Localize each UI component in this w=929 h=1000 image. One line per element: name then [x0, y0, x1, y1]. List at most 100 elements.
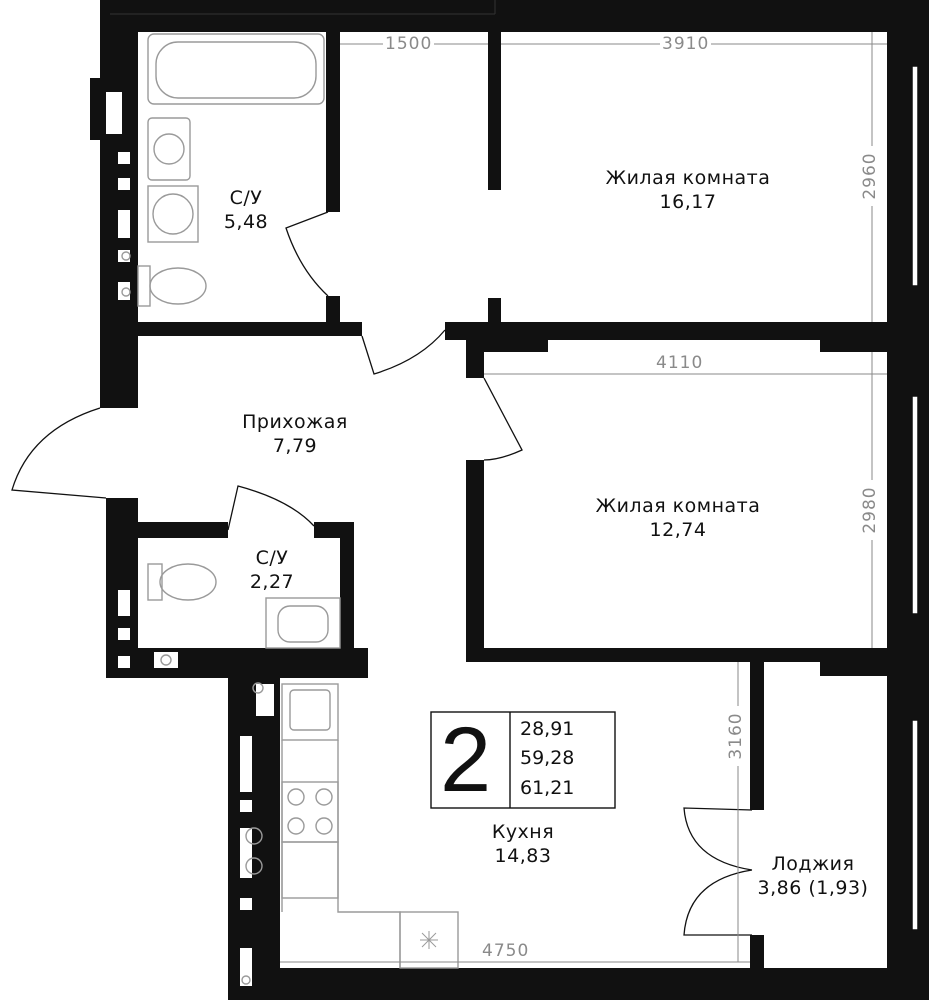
room-area: 2,27 — [249, 571, 295, 593]
wall-cutout — [118, 250, 130, 262]
door-wc — [227, 485, 315, 531]
wall-cutout — [240, 828, 252, 878]
door-bathroom-main — [285, 211, 329, 297]
wall-entrance-top — [100, 336, 138, 408]
toilet-bowl — [149, 267, 207, 305]
kitchen-sink — [281, 683, 339, 741]
wc-toilet-tank — [147, 563, 163, 601]
wall-cutout — [240, 898, 252, 910]
room-loggia: Лоджия 3,86 (1,93) — [728, 852, 898, 900]
room-name: Прихожая — [242, 411, 348, 433]
wall-living1-left — [488, 32, 501, 190]
room-name: Жилая комната — [595, 495, 761, 517]
sink-bowl — [153, 133, 185, 165]
wall-wc-right — [340, 522, 354, 650]
window-loggia — [911, 719, 919, 931]
dishwasher — [281, 841, 339, 899]
room-area: 12,74 — [649, 519, 707, 541]
rooms-count: 2 — [440, 709, 492, 811]
bathtub-inner — [155, 41, 317, 99]
wc-sink — [265, 597, 341, 649]
wall-living2-left-top — [466, 340, 484, 378]
burner — [315, 788, 333, 806]
wall-cutout — [118, 628, 130, 640]
door-living-1 — [361, 329, 446, 375]
wall-bath-partition-low — [326, 296, 340, 328]
room-hallway: Прихожая 7,79 — [210, 410, 380, 458]
wall-cutout — [154, 652, 178, 668]
wall-cutout — [240, 800, 252, 812]
wall-living-divider — [445, 322, 887, 340]
total-area-with-loggia: 61,21 — [520, 777, 575, 799]
pipe — [160, 654, 172, 666]
toilet-tank — [137, 265, 151, 307]
burner — [287, 788, 305, 806]
washer-drum — [152, 193, 194, 235]
dimension-kitchen-width: 4750 — [480, 941, 532, 961]
bathtub — [147, 33, 325, 105]
wall-cutout — [256, 684, 274, 716]
wall-living2-bottom — [466, 648, 887, 662]
summary-box — [430, 711, 616, 809]
room-area: 16,17 — [659, 191, 717, 213]
room-name: Кухня — [491, 821, 555, 843]
dimension-kitchen-depth: 3160 — [726, 706, 746, 766]
sink-main — [147, 117, 191, 181]
dimension-living-2-depth: 2980 — [860, 480, 880, 540]
burner — [315, 817, 333, 835]
room-kitchen: Кухня 14,83 — [468, 820, 578, 868]
wall-bath-partition — [326, 32, 340, 212]
doors — [11, 211, 753, 936]
wall-living2-left — [466, 460, 484, 660]
roof-lines — [110, 0, 496, 15]
room-living-1: Жилая комната 16,17 — [568, 166, 808, 214]
wall-loggia-left — [750, 662, 764, 810]
room-name: С/У — [255, 547, 289, 569]
room-name: С/У — [229, 187, 263, 209]
door-loggia — [683, 807, 753, 936]
wall-right — [887, 0, 929, 1000]
wall-living-divider-3 — [820, 322, 887, 352]
room-bathroom-small: С/У 2,27 — [232, 546, 312, 594]
window-living-2 — [911, 395, 919, 615]
dimension-living-2-width: 4110 — [654, 353, 706, 373]
walls — [90, 0, 929, 1000]
washer — [147, 185, 199, 243]
total-area: 59,28 — [520, 747, 575, 769]
wall-cutout — [118, 282, 130, 300]
wall-bottom — [228, 968, 929, 1000]
door-entrance — [11, 407, 107, 499]
kitchen-sink-bowl — [289, 689, 331, 731]
dimension-living-1-depth: 2960 — [860, 146, 880, 206]
wall-cutout — [118, 590, 130, 616]
door-living-2 — [483, 377, 523, 461]
dimension-living-1-width: 3910 — [660, 34, 712, 54]
wall-wc-bottom — [106, 648, 368, 678]
dimension-corridor-width: 1500 — [383, 34, 435, 54]
wc-sink-bowl — [277, 605, 329, 643]
burner — [287, 817, 305, 835]
counter — [337, 740, 401, 968]
room-area: 14,83 — [494, 845, 552, 867]
vent-icon — [420, 931, 438, 949]
window-living-1 — [911, 65, 919, 287]
wall-wc-top — [106, 522, 228, 538]
wall-cutout — [240, 736, 252, 792]
summary-frame — [430, 711, 616, 809]
fixtures — [121, 33, 459, 985]
range-hood — [399, 911, 459, 969]
pipe — [121, 251, 131, 261]
room-name: Жилая комната — [605, 167, 771, 189]
living-area: 28,91 — [520, 718, 575, 740]
wall-cutout — [118, 178, 130, 190]
room-area: 7,79 — [272, 435, 318, 457]
pipe — [252, 682, 264, 694]
wall-cutout — [118, 656, 130, 668]
wall-top — [100, 0, 929, 32]
pipe — [241, 975, 251, 985]
windows — [911, 65, 919, 931]
wall-living2-bottom-2 — [820, 648, 887, 676]
room-name: Лоджия — [771, 853, 855, 875]
room-bathroom-main: С/У 5,48 — [206, 186, 286, 234]
